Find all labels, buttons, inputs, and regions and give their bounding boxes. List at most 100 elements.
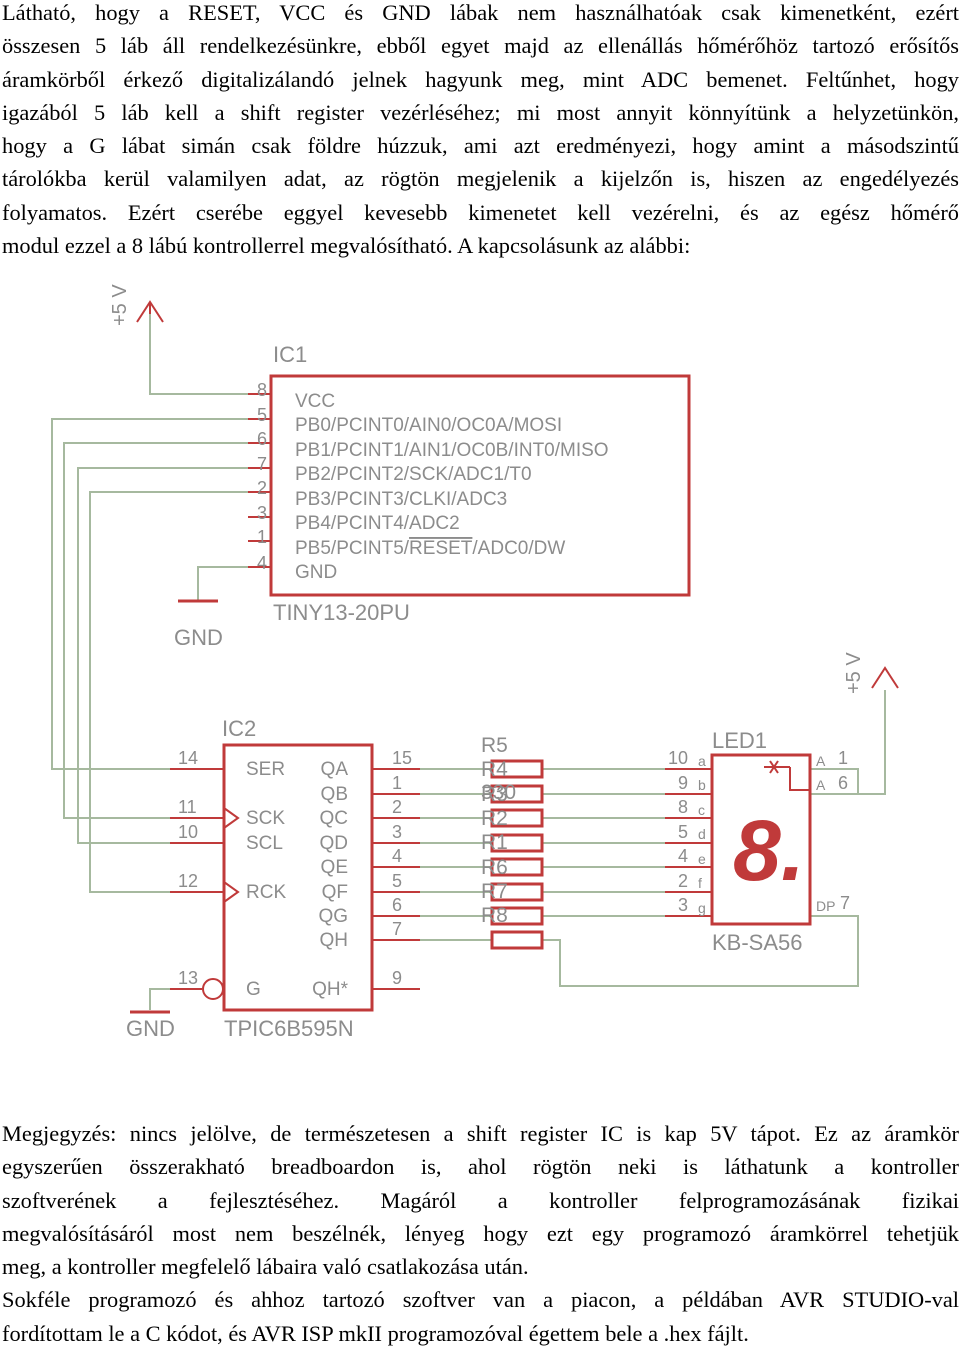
pin-label: VCC [295,391,335,412]
pin-label: SER [246,759,285,780]
ic1-name: IC1 [273,342,307,367]
pin-label: QH* [312,979,349,1000]
pin-label: QC [320,808,349,829]
segment-label: b [698,777,706,793]
resistor-label: 330 [481,781,516,804]
digit-glyph: 8. [733,803,805,899]
segment-label: g [698,900,706,916]
pin-number: 9 [392,968,402,988]
text-line: Sokféle programozó és ahhoz tartozó szof… [2,1287,959,1313]
pin-label: SCK [246,808,285,829]
wires [51,308,886,1010]
pin-number: 1 [257,527,267,547]
segment-label: e [698,851,706,867]
pin-label: QE [321,857,348,878]
resistor-label: R4 [481,758,508,781]
pin-label: GND [295,562,337,583]
pin-number: 1 [392,773,402,793]
segment-label: c [698,802,705,818]
pin-number: 7 [257,454,267,474]
pin-number: 1 [838,748,848,768]
vcc-symbol: +5 V [109,284,164,326]
resistor-label: R7 [481,880,508,903]
pin-number: 6 [257,429,267,449]
text-line: megvalósításáról most nem beszélnék, lén… [2,1220,959,1246]
pin-label: QH [320,930,349,951]
pin-number: 11 [178,797,197,817]
pin-number: 2 [678,871,688,891]
pin-number: 4 [392,846,402,866]
pin-number: 6 [838,773,848,793]
text-line: Látható, hogy a RESET, VCC és GND lábak … [2,0,959,25]
vcc-label: +5 V [109,284,131,326]
pin-number: 15 [392,748,412,768]
pin-number: 8 [678,797,688,817]
circuit-schematic: +5 V +5 V GND GND IC1 TINY13-20PU 8 5 6 [51,284,899,1041]
gnd-symbol: GND [174,599,223,650]
pin-label: PB5/PCINT5/RESET/ADC0/DW [295,538,565,559]
pin-number: 12 [178,871,198,891]
text-line: modul ezzel a 8 lábú kontrollerrel megva… [2,233,691,259]
text-line: szoftverének a fejlesztéséhez. Magáról a… [2,1187,959,1213]
resistor-label: R3 [481,783,508,806]
seven-segment-display: LED1 KB-SA56 10 9 8 5 4 2 3 a [665,728,850,955]
text-line: fordítottam le a C kódot, és AVR ISP mkI… [2,1320,749,1346]
text-line: folyamatos. Ezért cserébe eggyel keveseb… [2,199,959,225]
segment-label: f [698,875,702,891]
ic2-part: TPIC6B595N [224,1016,354,1041]
pin-number: 13 [178,968,198,988]
ic1-microcontroller: IC1 TINY13-20PU 8 5 6 7 2 3 1 4 VCC PB0/… [248,342,691,625]
pin-number: 6 [392,895,402,915]
pin-label: QF [322,882,348,903]
segment-label: A [816,777,826,793]
pin-label: QG [318,906,348,927]
pin-number: 3 [392,822,402,842]
segment-label: DP [816,898,835,914]
segment-label: a [698,753,706,769]
resistor-label: R6 [481,856,508,879]
pin-label: G [246,979,261,1000]
led-name: LED1 [712,728,767,753]
gnd-symbol: GND [126,1010,175,1041]
led-part: KB-SA56 [712,930,803,955]
pin-label: PB1/PCINT1/AIN1/OC0B/INT0/MISO [295,440,609,461]
pin-number: 10 [668,748,688,768]
segment-label: A [816,753,826,769]
resistor-label: R2 [481,807,508,830]
pin-number: 8 [257,380,267,400]
pin-number: 2 [257,478,267,498]
text-line: tárolókba kerül valamilyen adat, az rögt… [2,166,959,192]
resistor-array: R5 R4 330 R3 R2 R1 R6 R7 R8 [481,734,544,950]
segment-label: d [698,826,706,842]
pin-label: PB3/PCINT3/CLKI/ADC3 [295,489,507,510]
pin-number: 4 [257,553,267,573]
ic2-shift-register: IC2 TPIC6B595N 14 11 [170,716,420,1041]
intro-paragraph: Látható, hogy a RESET, VCC és GND lábak … [2,0,959,262]
resistor-label: R1 [481,831,508,854]
text-line: Megjegyzés: nincs jelölve, de természete… [2,1121,959,1146]
pin-number: 14 [178,748,198,768]
text-line: áramkörből érkező digitalizálandó jelnek… [2,66,959,92]
pin-number: 7 [392,919,402,939]
pin-label: QB [321,784,348,805]
pin-number: 2 [392,797,402,817]
vcc-symbol: +5 V [843,652,899,694]
pin-number: 10 [178,822,198,842]
text-line: egyszerűen összerakható breadboardon is,… [2,1154,959,1180]
pin-number: 5 [678,822,688,842]
ic2-name: IC2 [222,716,256,741]
pin-number: 4 [678,846,688,866]
pin-number: 5 [257,405,267,425]
pin-label: QD [320,833,349,854]
gnd-label: GND [126,1016,175,1041]
resistor-label: R5 [481,734,508,757]
text-line: összesen 5 láb áll rendelkezésünkre, ebb… [2,33,959,59]
note-paragraph: Megjegyzés: nincs jelölve, de természete… [2,1117,959,1350]
pin-label: PB0/PCINT0/AIN0/OC0A/MOSI [295,415,562,436]
pin-label: SCL [246,833,283,854]
pin-label: PB4/PCINT4/ADC2 [295,513,460,534]
pin-label: PB2/PCINT2/SCK/ADC1/T0 [295,464,532,485]
ic1-part: TINY13-20PU [273,600,410,625]
pin-number: 3 [678,895,688,915]
vcc-label: +5 V [843,652,865,694]
